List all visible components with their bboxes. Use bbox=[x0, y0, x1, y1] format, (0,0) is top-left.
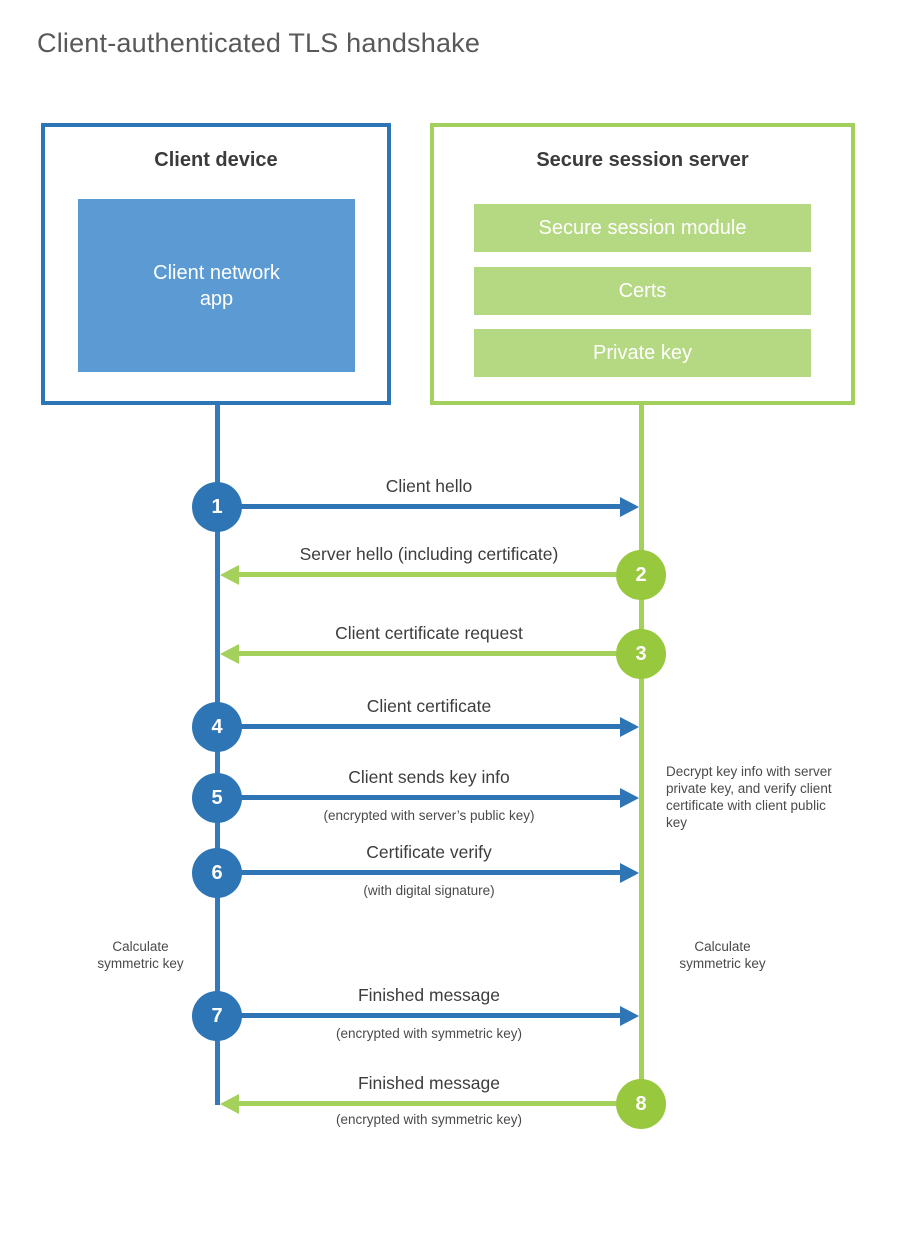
step-1-badge: 1 bbox=[192, 482, 242, 532]
server-lifeline bbox=[639, 404, 644, 1105]
calc-symmetric-key-left: Calculate symmetric key bbox=[97, 939, 184, 971]
secure-session-server-box: Secure session server Secure session mod… bbox=[430, 123, 855, 405]
step-3-arrow-shaft bbox=[239, 651, 616, 656]
server-private-key-bar: Private key bbox=[474, 329, 811, 377]
decrypt-note: Decrypt key info with server private key… bbox=[666, 764, 832, 830]
step-3-arrowhead-icon bbox=[220, 644, 239, 664]
step-6-arrow-shaft bbox=[240, 870, 620, 875]
step-2-arrow-shaft bbox=[239, 572, 616, 577]
step-7-arrowhead-icon bbox=[620, 1006, 639, 1026]
step-2-label: Server hello (including certificate) bbox=[299, 544, 559, 564]
client-app-label-line1: Client network bbox=[153, 261, 280, 284]
client-lifeline bbox=[215, 404, 220, 1105]
step-5-arrowhead-icon bbox=[620, 788, 639, 808]
step-8-arrowhead-icon bbox=[220, 1094, 239, 1114]
step-8-label: Finished message bbox=[357, 1073, 501, 1093]
step-1-arrowhead-icon bbox=[620, 497, 639, 517]
step-6-label: Certificate verify bbox=[366, 842, 492, 862]
step-5-label: Client sends key info bbox=[348, 767, 510, 787]
step-7-arrow-shaft bbox=[240, 1013, 620, 1018]
step-8-sublabel: (encrypted with symmetric key) bbox=[335, 1112, 523, 1127]
step-6-sublabel: (with digital signature) bbox=[363, 883, 495, 898]
step-4-arrowhead-icon bbox=[620, 717, 639, 737]
step-7-sublabel: (encrypted with symmetric key) bbox=[335, 1026, 523, 1041]
client-app-label-line2: app bbox=[199, 287, 234, 310]
step-5-sublabel: (encrypted with server’s public key) bbox=[323, 808, 535, 823]
calc-symmetric-key-right: Calculate symmetric key bbox=[679, 939, 766, 971]
step-2-badge: 2 bbox=[616, 550, 666, 600]
step-2-arrowhead-icon bbox=[220, 565, 239, 585]
step-6-arrowhead-icon bbox=[620, 863, 639, 883]
step-4-badge: 4 bbox=[192, 702, 242, 752]
page-title: Client-authenticated TLS handshake bbox=[37, 28, 481, 58]
step-4-label: Client certificate bbox=[366, 696, 492, 716]
step-7-badge: 7 bbox=[192, 991, 242, 1041]
client-network-app-block: Client network app bbox=[78, 199, 355, 372]
step-3-label: Client certificate request bbox=[335, 623, 523, 643]
client-device-box: Client device Client network app bbox=[41, 123, 391, 405]
client-device-title: Client device bbox=[154, 149, 278, 171]
step-8-badge: 8 bbox=[616, 1079, 666, 1129]
step-8-arrow-shaft bbox=[239, 1101, 616, 1106]
server-title: Secure session server bbox=[536, 149, 749, 171]
step-5-badge: 5 bbox=[192, 773, 242, 823]
step-5-arrow-shaft bbox=[240, 795, 620, 800]
step-4-arrow-shaft bbox=[240, 724, 620, 729]
step-1-arrow-shaft bbox=[240, 504, 620, 509]
step-3-badge: 3 bbox=[616, 629, 666, 679]
step-7-label: Finished message bbox=[357, 985, 501, 1005]
server-module-bar: Secure session module bbox=[474, 204, 811, 252]
step-6-badge: 6 bbox=[192, 848, 242, 898]
step-1-label: Client hello bbox=[385, 476, 473, 496]
server-certs-bar: Certs bbox=[474, 267, 811, 315]
